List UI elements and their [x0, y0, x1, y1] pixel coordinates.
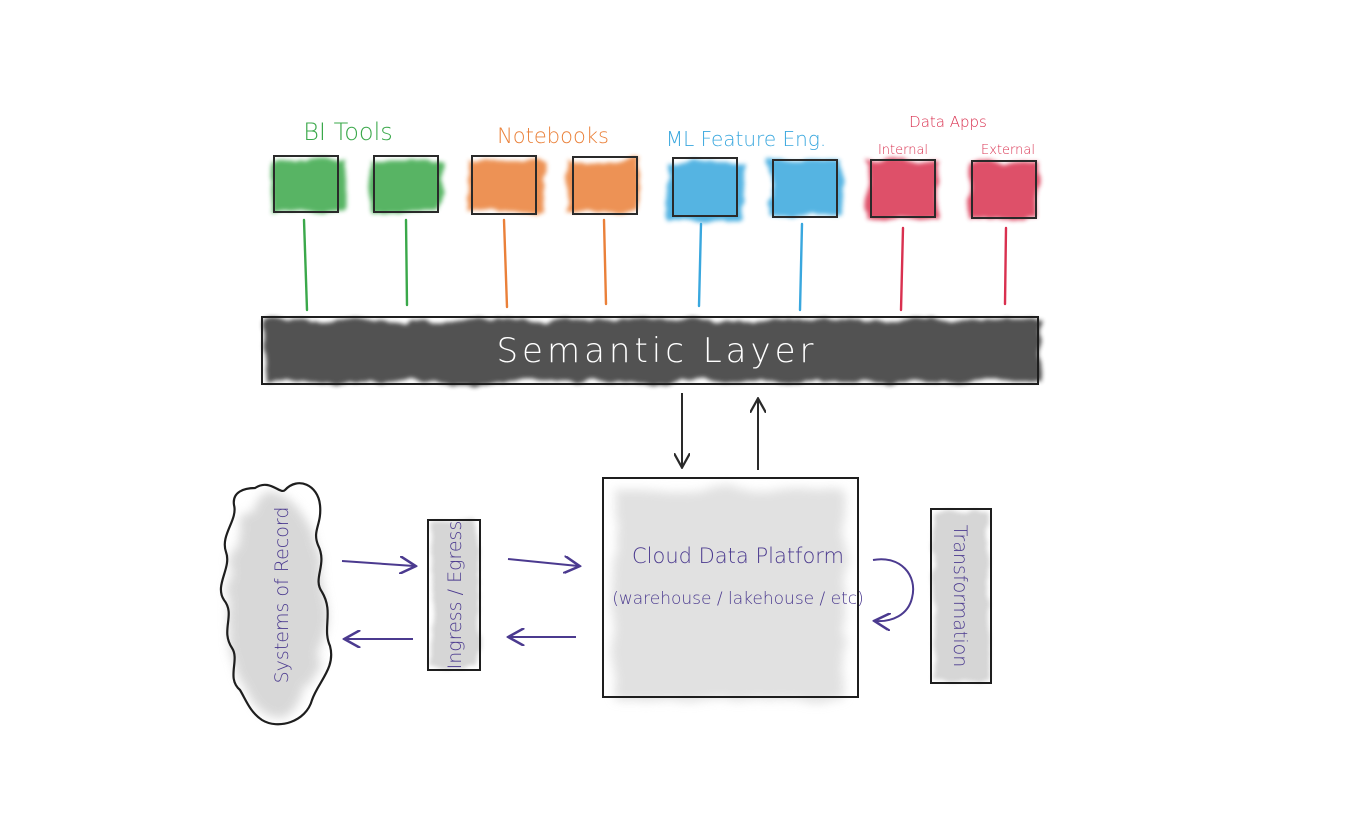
bi-tool-connector-2 [404, 218, 409, 307]
notebook-box-2 [568, 156, 642, 215]
cloud-data-platform-sublabel: (warehouse / lakehouse / etc) [612, 589, 864, 609]
bi-tool-box-2 [370, 155, 442, 213]
data-apps-label: Data Apps [909, 113, 987, 131]
bi-tools-label: BI Tools [303, 118, 393, 146]
arrow-ingress-to-platform [507, 559, 578, 566]
notebook-connector-2 [602, 218, 608, 306]
semantic-layer-label: Semantic Layer [496, 331, 817, 371]
cloud-data-platform: Cloud Data Platform (warehouse / lakehou… [602, 477, 864, 700]
notebooks-label: Notebooks [497, 124, 609, 148]
ml-box-1 [666, 157, 744, 220]
arrow-sor-to-ingress [341, 561, 414, 566]
internal-app-connector [899, 226, 905, 312]
systems-of-record-cloud: Systems of Record [219, 482, 333, 726]
external-label: External [981, 143, 1035, 158]
transformation-label: Transformation [949, 525, 971, 668]
ingress-egress-label: Ingress / Egress [444, 521, 466, 670]
external-app-box [968, 160, 1038, 219]
semantic-layer: Semantic Layer [261, 316, 1042, 385]
transformation-loop-arrow [873, 558, 915, 621]
internal-app-box [866, 159, 938, 218]
ml-connector-2 [798, 222, 804, 312]
cloud-data-platform-label: Cloud Data Platform [632, 544, 844, 568]
bi-tool-box-1 [270, 155, 346, 213]
notebook-connector-1 [502, 218, 509, 309]
notebook-box-1 [468, 155, 544, 215]
systems-of-record-label: Systems of Record [271, 507, 293, 684]
external-app-connector [1003, 226, 1008, 306]
ml-connector-1 [697, 222, 703, 308]
ingress-egress-box: Ingress / Egress [427, 519, 481, 671]
internal-label: Internal [878, 143, 928, 158]
bi-tool-connector-1 [302, 218, 309, 312]
ml-box-2 [770, 159, 842, 218]
ml-feature-eng-label: ML Feature Eng. [666, 127, 826, 151]
transformation-box: Transformation [930, 508, 992, 684]
